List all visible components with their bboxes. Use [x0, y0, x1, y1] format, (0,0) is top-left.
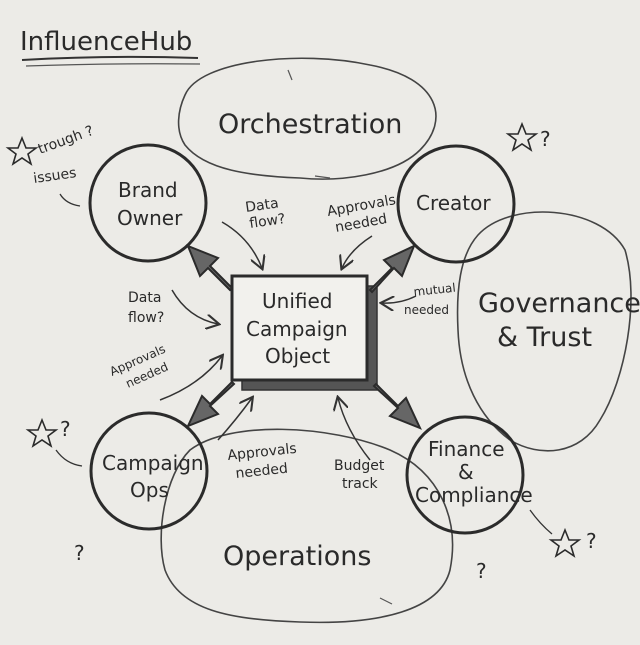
brand-owner-node — [88, 143, 208, 263]
arrow-approvals-top — [342, 235, 373, 268]
title-underline — [21, 55, 199, 61]
sketch-tick-3 — [379, 597, 393, 605]
creator-label: Creator — [416, 191, 491, 215]
star-icon-top-right — [505, 121, 539, 152]
campaign-ops-node — [89, 411, 209, 531]
arrow-center-finance — [372, 382, 422, 430]
orchestration-label: Orchestration — [218, 109, 402, 140]
star-br-pointer — [529, 509, 553, 535]
star-left-pointer — [55, 449, 83, 467]
annotation-data-flow-left-1: Data — [128, 290, 161, 306]
finance-label-3: Compliance — [415, 483, 533, 507]
title-underline-2 — [25, 63, 201, 67]
arrow-approvals-left — [159, 356, 222, 401]
annotation-data-flow-top-2: flow? — [248, 211, 286, 232]
arrow-center-creator — [368, 244, 416, 294]
annotation-trough-2: issues — [32, 165, 77, 187]
arrow-mutual — [382, 295, 417, 303]
annotation-data-flow-left-2: flow? — [128, 310, 164, 326]
operations-label: Operations — [223, 541, 371, 572]
center-label-3: Object — [265, 344, 330, 368]
sketch-tick-1 — [314, 175, 331, 179]
question-mark-bottom-left: ? — [74, 541, 85, 565]
annotation-mutual-2: needed — [404, 303, 449, 317]
annotation-trough-1: trough ? — [36, 123, 96, 158]
center-label-2: Campaign — [246, 317, 348, 341]
governance-label: Governance — [478, 288, 640, 319]
campaign-ops-label-1: Campaign — [102, 451, 204, 475]
star-icon-bottom-right — [548, 527, 582, 558]
center-label-1: Unified — [262, 289, 332, 313]
star-icon-top-left — [5, 135, 39, 166]
finance-node — [405, 415, 525, 535]
annotation-budget-1: Budget — [334, 458, 385, 474]
finance-label-2: & — [458, 460, 474, 484]
campaign-ops-label-2: Ops — [130, 478, 169, 502]
arrow-center-brand — [186, 244, 234, 292]
annotation-approvals-bottom-2: needed — [235, 461, 289, 482]
trust-label: & Trust — [497, 322, 592, 353]
governance-region — [456, 211, 632, 452]
creator-node — [396, 144, 516, 264]
arrow-data-flow-left — [171, 289, 218, 324]
arrow-budget — [338, 398, 371, 461]
question-mark-left: ? — [60, 417, 71, 441]
arrow-data-flow-top — [221, 221, 262, 268]
sketch-tick-2 — [287, 69, 293, 81]
annotation-data-flow-top-1: Data — [244, 195, 279, 215]
question-mark-bottom-right: ? — [586, 529, 597, 553]
annotation-budget-2: track — [342, 476, 379, 492]
operations-region — [160, 428, 454, 624]
center-box — [230, 274, 369, 382]
orchestration-region — [177, 57, 437, 180]
question-mark-top-right: ? — [540, 127, 551, 151]
trough-pointer — [59, 193, 81, 207]
arrow-center-ops — [186, 380, 236, 428]
page-title: InfluenceHub — [20, 27, 192, 57]
annotation-approvals-bottom-1: Approvals — [227, 441, 298, 464]
star-icon-left — [25, 417, 59, 448]
question-mark-bottom-center: ? — [476, 559, 487, 583]
arrow-approvals-bottom — [217, 398, 252, 441]
finance-label-1: Finance — [428, 437, 505, 461]
brand-owner-label-2: Owner — [117, 206, 183, 230]
brand-owner-label-1: Brand — [118, 178, 178, 202]
annotation-mutual-1: mutual — [413, 281, 457, 299]
